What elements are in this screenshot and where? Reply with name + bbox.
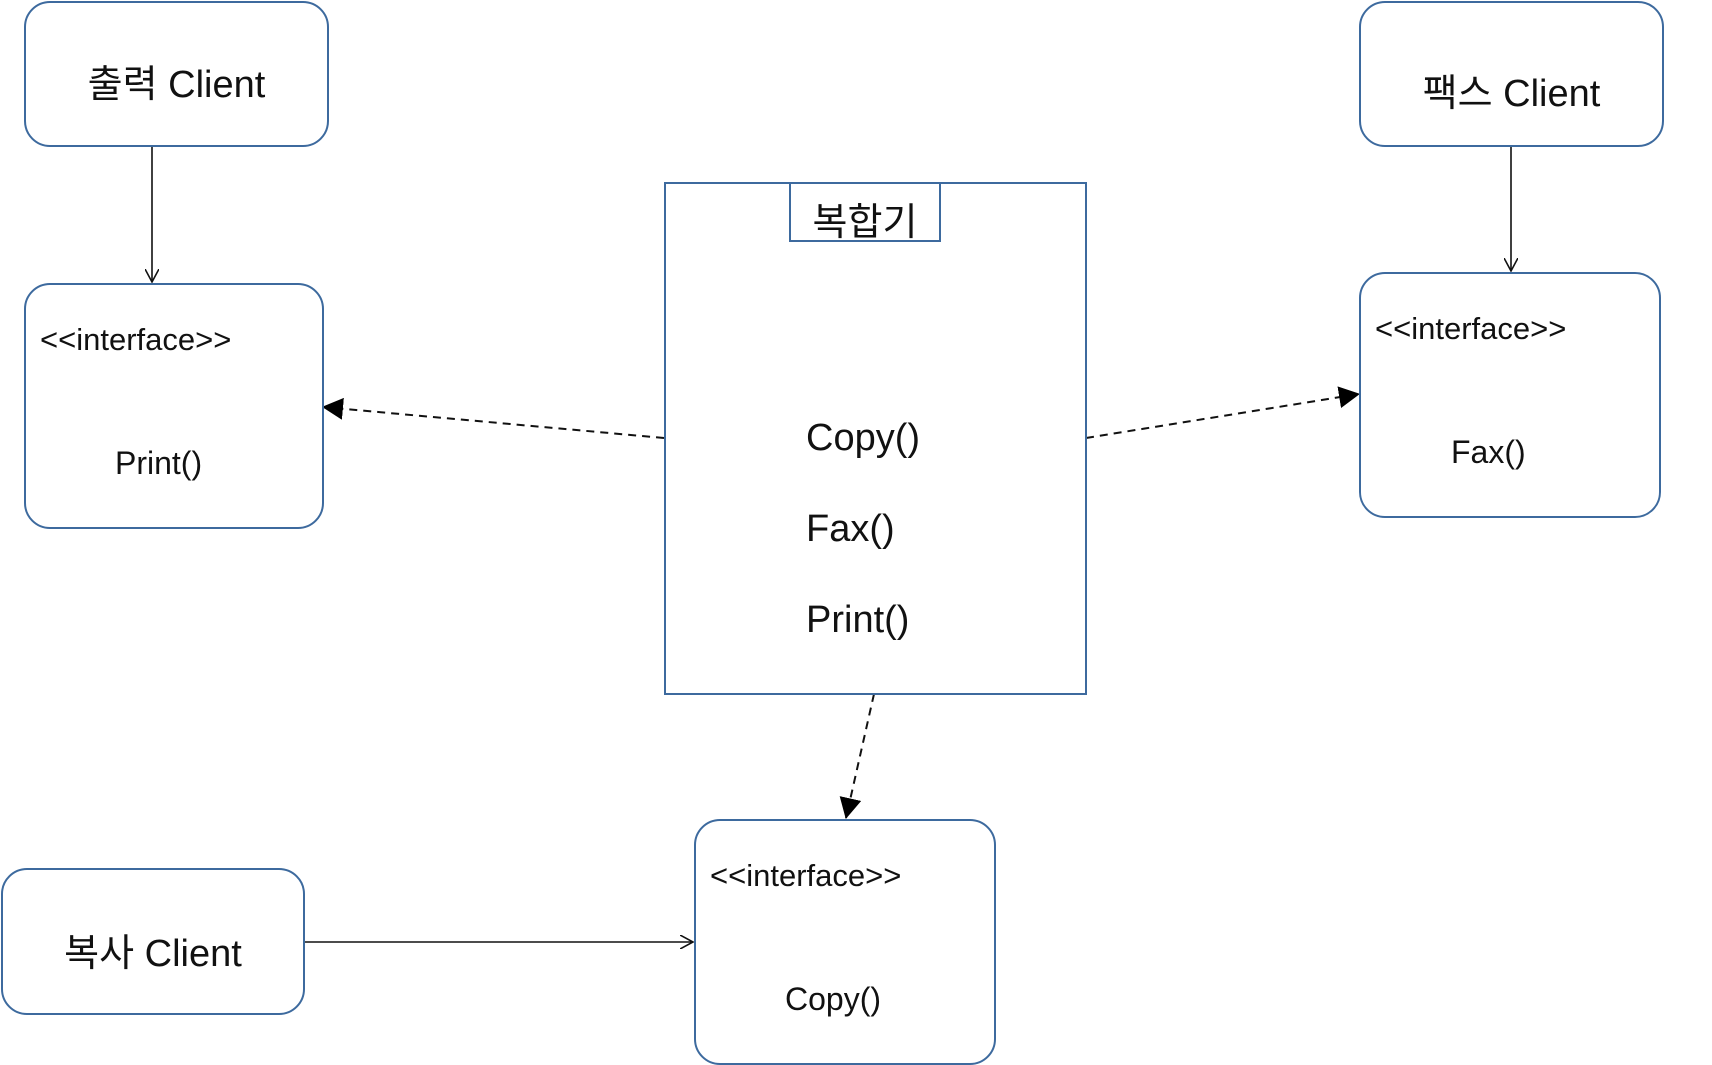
print-interface-method: Print(): [115, 445, 203, 481]
copy-interface-method: Copy(): [785, 981, 882, 1017]
fax-client-label: 팩스 Client: [1422, 73, 1601, 115]
copy-client-label: 복사 Client: [64, 933, 242, 975]
fax-interface-box[interactable]: <<interface>> Fax(): [1359, 272, 1661, 518]
machine-method-copy: Copy(): [806, 417, 921, 459]
multifunction-machine-title-box: 복합기: [789, 182, 941, 244]
fax-interface-method: Fax(): [1451, 434, 1526, 470]
print-interface-stereotype: <<interface>>: [40, 322, 232, 357]
fax-client-box[interactable]: 팩스 Client: [1359, 1, 1664, 147]
machine-method-print: Print(): [806, 599, 910, 641]
copy-interface-box[interactable]: <<interface>> Copy(): [694, 819, 996, 1065]
multifunction-machine-box[interactable]: 복합기 Copy() Fax() Print(): [664, 182, 1087, 695]
multifunction-machine-title: 복합기: [812, 202, 918, 244]
fax-interface-stereotype: <<interface>>: [1375, 311, 1567, 346]
print-client-box[interactable]: 출력 Client: [24, 1, 329, 147]
machine-method-fax: Fax(): [806, 508, 895, 550]
copy-client-box[interactable]: 복사 Client: [1, 868, 305, 1015]
copy-interface-stereotype: <<interface>>: [710, 858, 902, 893]
fax-realization-line: [1085, 386, 1360, 439]
copy-realization-line: [839, 693, 875, 819]
print-realization-line: [322, 397, 665, 439]
print-client-label: 출력 Client: [87, 64, 266, 106]
print-interface-box[interactable]: <<interface>> Print(): [24, 283, 324, 529]
